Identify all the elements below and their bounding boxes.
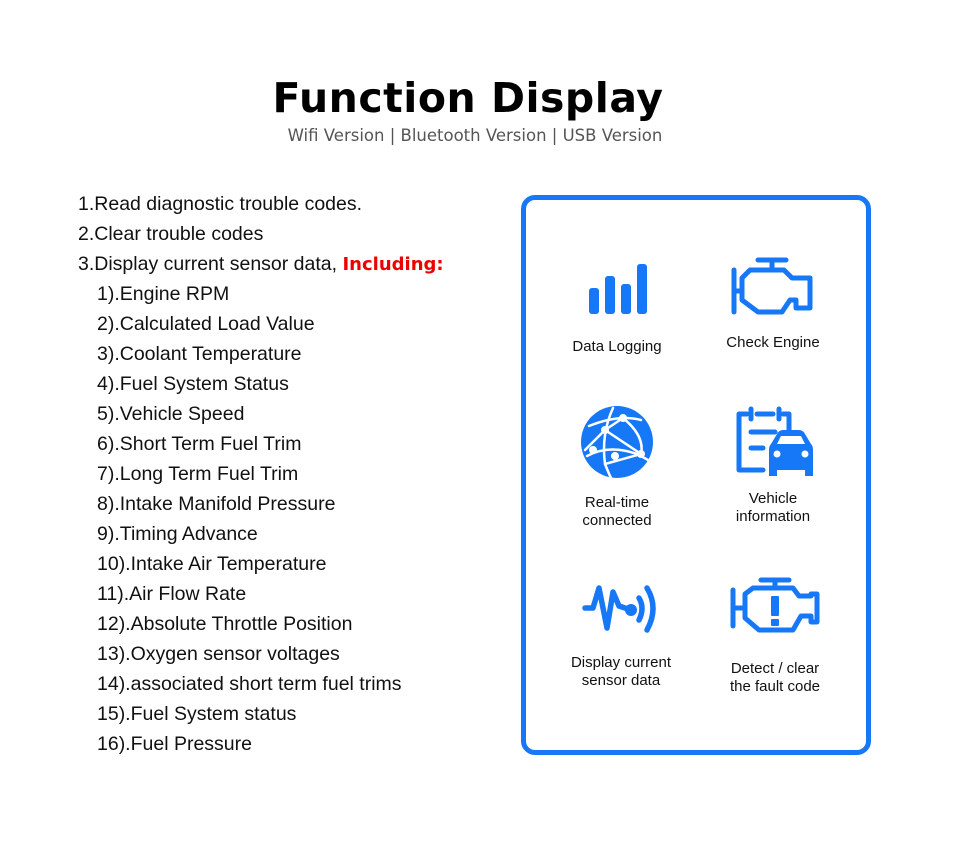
pulse-signal-icon — [582, 585, 656, 633]
feature-label: Check Engine — [726, 334, 820, 351]
sensor-item: 9).Timing Advance — [97, 523, 258, 545]
globe-network-icon — [581, 406, 653, 480]
page-subtitle: Wifi Version | Bluetooth Version | USB V… — [287, 126, 663, 145]
sensor-item: 8).Intake Manifold Pressure — [97, 493, 336, 515]
engine-icon — [731, 257, 813, 315]
sensor-item: 1).Engine RPM — [97, 283, 230, 305]
bar-chart-icon — [589, 264, 647, 314]
engine-warning-icon — [730, 577, 820, 633]
feature-data-logging: Data Logging — [542, 262, 692, 356]
sensor-item: 14).associated short term fuel trims — [97, 673, 402, 695]
sensor-item: 2).Calculated Load Value — [97, 313, 315, 335]
feature-label: Vehicle information — [735, 490, 811, 525]
sensor-item: 5).Vehicle Speed — [97, 403, 245, 425]
list-item: 2.Clear trouble codes — [78, 223, 264, 245]
clipboard-car-icon — [736, 406, 813, 476]
sensor-item: 7).Long Term Fuel Trim — [97, 463, 299, 485]
list-item: 1.Read diagnostic trouble codes. — [78, 193, 363, 215]
feature-label: Real-time connected — [582, 494, 652, 529]
sensor-item: 10).Intake Air Temperature — [97, 553, 327, 575]
function-list: 1.Read diagnostic trouble codes. 2.Clear… — [78, 190, 444, 760]
feature-sensor-data: Display current sensor data — [546, 580, 696, 690]
feature-realtime-connected: Real-time connected — [542, 404, 692, 530]
feature-fault-code: Detect / clear the fault code — [700, 576, 850, 696]
page-title: Function Display — [272, 74, 664, 122]
sensor-item: 11).Air Flow Rate — [97, 583, 247, 605]
feature-vehicle-information: Vehicle information — [698, 406, 848, 526]
list-item: 3.Display current sensor data, Including… — [78, 253, 444, 275]
sensor-item: 4).Fuel System Status — [97, 373, 289, 395]
sensor-item: 15).Fuel System status — [97, 703, 297, 725]
feature-label: Display current sensor data — [570, 654, 672, 689]
sensor-item: 13).Oxygen sensor voltages — [97, 643, 340, 665]
feature-label: Data Logging — [572, 338, 662, 355]
sensor-item: 3).Coolant Temperature — [97, 343, 302, 365]
feature-check-engine: Check Engine — [698, 256, 848, 352]
including-highlight: Including: — [342, 254, 444, 275]
feature-label: Detect / clear the fault code — [729, 660, 821, 695]
sensor-item: 12).Absolute Throttle Position — [97, 613, 353, 635]
sensor-item: 16).Fuel Pressure — [97, 733, 252, 755]
sensor-item: 6).Short Term Fuel Trim — [97, 433, 302, 455]
